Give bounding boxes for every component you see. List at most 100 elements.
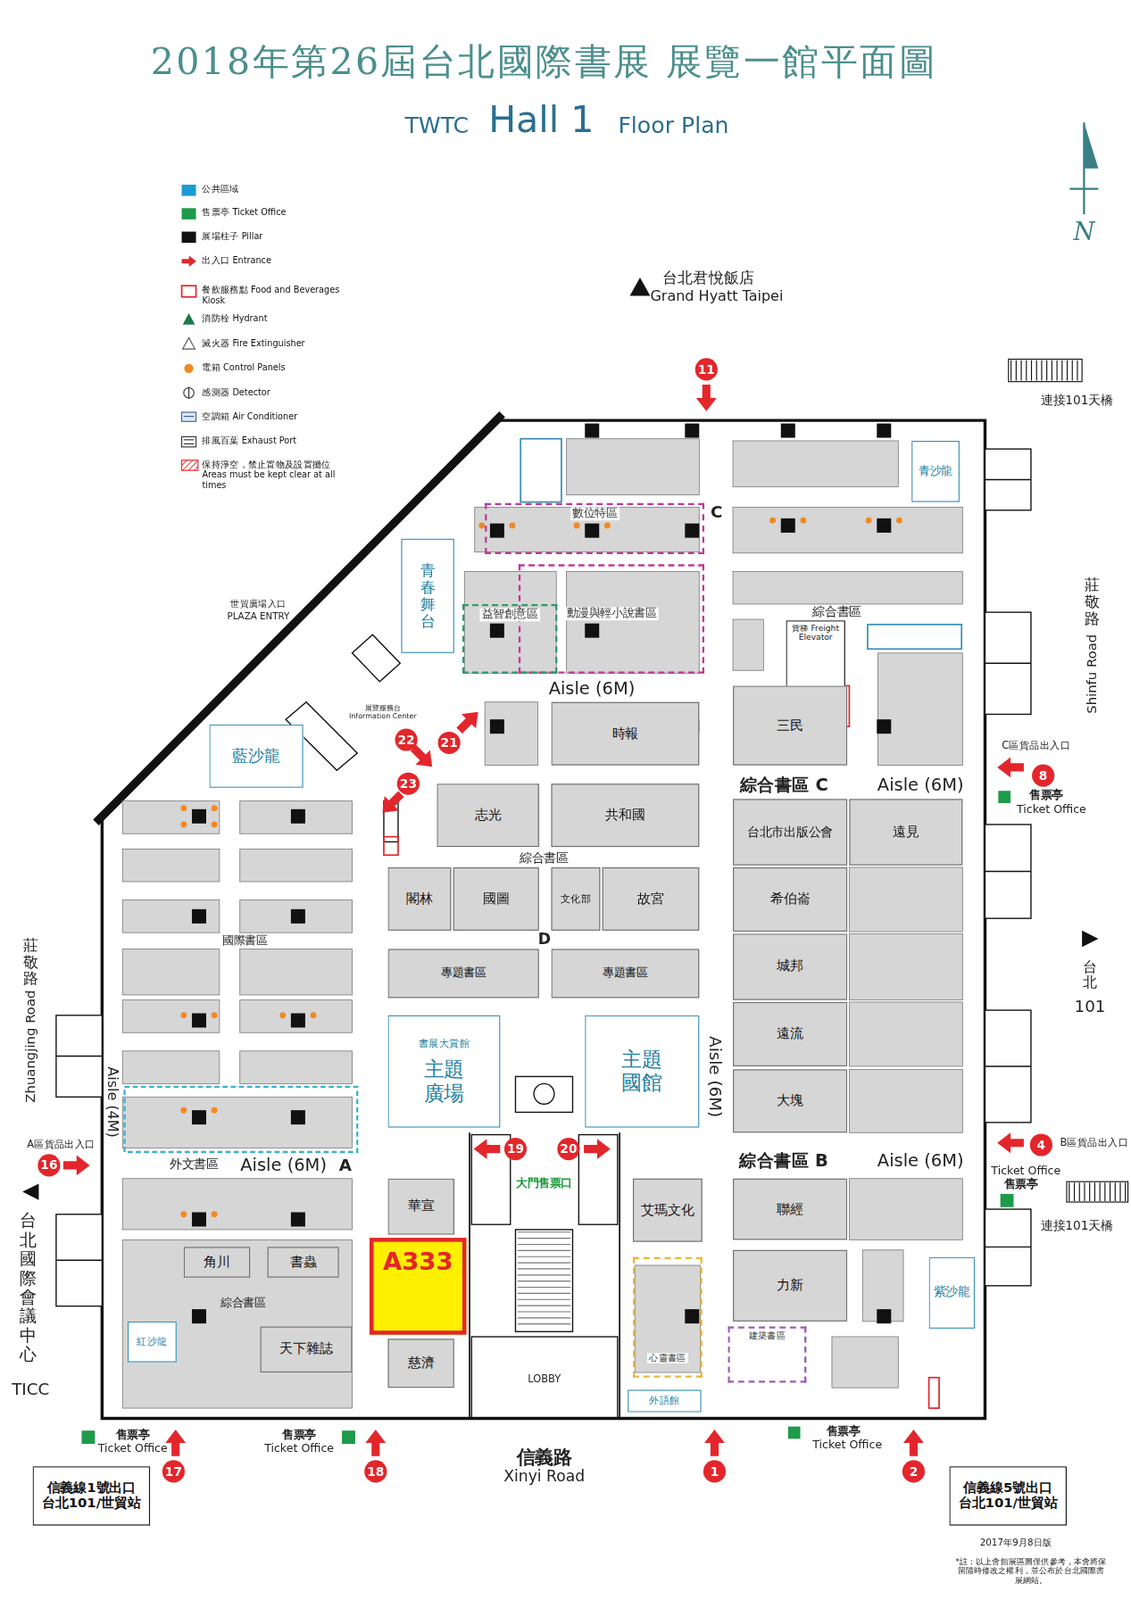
booth-name: 艾瑪文化 xyxy=(640,1203,694,1219)
entrance-arrow xyxy=(997,1132,1024,1154)
pillar xyxy=(584,424,599,439)
map-label: B區貨品出入口 xyxy=(1060,1137,1129,1149)
booth-name: 城邦 xyxy=(776,959,804,975)
booth-name: 角川 xyxy=(203,1255,231,1271)
dashed-zone: 建築書區 xyxy=(727,1327,807,1384)
legend-sample xyxy=(188,386,190,400)
booth-name: 紫沙龍 xyxy=(933,1286,971,1301)
entrance-arrow xyxy=(704,1430,725,1457)
map-label: 綜合書區 xyxy=(812,605,862,620)
control-panel-dot xyxy=(211,1211,218,1218)
salon-zone: 書展大賞館主題廣場 xyxy=(388,1015,501,1129)
booth: 三民 xyxy=(732,685,848,766)
map-label: 台北國際會議中心 xyxy=(19,1211,37,1364)
booth-block xyxy=(848,933,963,1000)
booth-block xyxy=(566,571,700,674)
legend-text: 保持淨空，禁止置物及設置攤位 Areas must be kept clear … xyxy=(201,459,340,491)
map-label: Aisle (6M) xyxy=(877,775,965,796)
toilet-block xyxy=(984,663,1031,665)
booth-name: 天下雜誌 xyxy=(279,1342,333,1358)
legend-text: 空調箱 Air Conditioner xyxy=(201,411,340,423)
booth: 閣林 xyxy=(388,867,452,932)
toilet-block xyxy=(56,449,1032,1307)
control-panel-dot xyxy=(310,1012,317,1019)
map-label: 世貿廣場入口 xyxy=(230,598,286,610)
entrance-arrow xyxy=(583,1139,611,1160)
lobby-structure xyxy=(471,1337,618,1419)
booth: 慈濟 xyxy=(388,1338,455,1389)
booth-name: 台北市出版公會 xyxy=(747,825,833,840)
booth-block xyxy=(122,1097,352,1148)
kiosk-mark xyxy=(383,837,399,857)
highlight-booth: A333 xyxy=(369,1238,467,1336)
booth-block xyxy=(240,848,353,882)
station-exit: 信義線1號出口 台北101/世貿站 xyxy=(33,1466,151,1526)
booth-block xyxy=(848,1069,963,1133)
map-title: 2018年第26屆台北國際書展 展覽一館平面圖 xyxy=(150,40,938,83)
booth-name: 慈濟 xyxy=(407,1355,435,1372)
skybridge-icon xyxy=(1066,1181,1129,1203)
pillar xyxy=(584,523,599,539)
map-label: 莊敬路 xyxy=(1084,576,1100,628)
map-label: Xinyi Road xyxy=(503,1468,585,1487)
pillar xyxy=(876,719,891,734)
booth-block xyxy=(831,1337,899,1389)
booth-block xyxy=(848,867,963,932)
pillar xyxy=(291,1212,306,1227)
booth-block xyxy=(484,702,538,766)
booth-name: 閣林 xyxy=(406,891,433,907)
legend-sample xyxy=(183,364,193,374)
map-label: Aisle (6M) xyxy=(877,1151,965,1172)
legend-text: 排風百葉 Exhaust Port xyxy=(201,435,340,447)
control-panel-dot xyxy=(769,517,776,524)
booth-block xyxy=(122,900,220,934)
entrance-arrow xyxy=(63,1155,91,1176)
booth-block xyxy=(464,571,557,674)
map-label: Aisle (4M) xyxy=(105,1066,122,1139)
map-label: 綜合書區 xyxy=(220,1297,266,1310)
map-label: A區貨品出入口 xyxy=(26,1139,95,1151)
pillar xyxy=(781,518,796,533)
pillar xyxy=(191,424,891,1325)
booth-name: 主題廣場 xyxy=(422,1058,466,1107)
control-panel-dot xyxy=(180,805,187,812)
ticket-office-square xyxy=(81,1430,95,1445)
booth-name: 心靈書區 xyxy=(647,1353,689,1364)
north-compass xyxy=(1069,187,1098,190)
pillar xyxy=(490,623,505,639)
control-panel-dot xyxy=(180,1107,187,1115)
control-panel-dot xyxy=(604,522,611,529)
booth-name: 專題書區 xyxy=(440,967,486,981)
map-label: 101 xyxy=(1074,997,1107,1017)
toilet-block xyxy=(56,1015,102,1098)
map-label: 展覽服務台 Information Center xyxy=(347,704,419,721)
map-label: N xyxy=(1072,218,1095,248)
booth-name: 益智創意區 xyxy=(479,608,540,622)
legend-swatch xyxy=(182,184,197,197)
booth-name: 動漫與輕小說書區 xyxy=(564,607,658,620)
map-label: A xyxy=(339,1156,352,1176)
callout-number: 1 xyxy=(703,1460,726,1483)
zone-outline xyxy=(520,439,562,503)
map-label: 外文書區 xyxy=(169,1158,219,1173)
skybridge-icon xyxy=(1008,359,1129,1204)
kiosk-mark xyxy=(383,685,940,1409)
landmark-triangle xyxy=(22,277,1098,1201)
toilet-block xyxy=(56,1260,102,1262)
lobby-structure xyxy=(515,1230,573,1332)
booth: 專題書區 xyxy=(550,948,699,998)
booth-block xyxy=(122,1051,220,1085)
map-label: Hall 1 xyxy=(488,97,594,140)
pillar xyxy=(191,1212,207,1227)
map-label: *註：以上會館展區圖僅供參考，本會將保留隨時修改之權利，並公布於台北國際書展網站… xyxy=(954,1557,1108,1587)
legend-swatch xyxy=(182,232,197,244)
control-panel-dot xyxy=(279,1012,286,1019)
booth-name: 專題書區 xyxy=(602,967,648,981)
ticket-office-square xyxy=(997,790,1011,804)
map-label: Aisle (6M) xyxy=(548,678,636,699)
map-label: 售票亭 xyxy=(1029,789,1064,802)
pillar xyxy=(291,809,306,824)
booth-block xyxy=(122,439,963,1409)
map-label: Ticket Office xyxy=(812,1438,882,1452)
booth-name: 故宮 xyxy=(637,891,665,907)
